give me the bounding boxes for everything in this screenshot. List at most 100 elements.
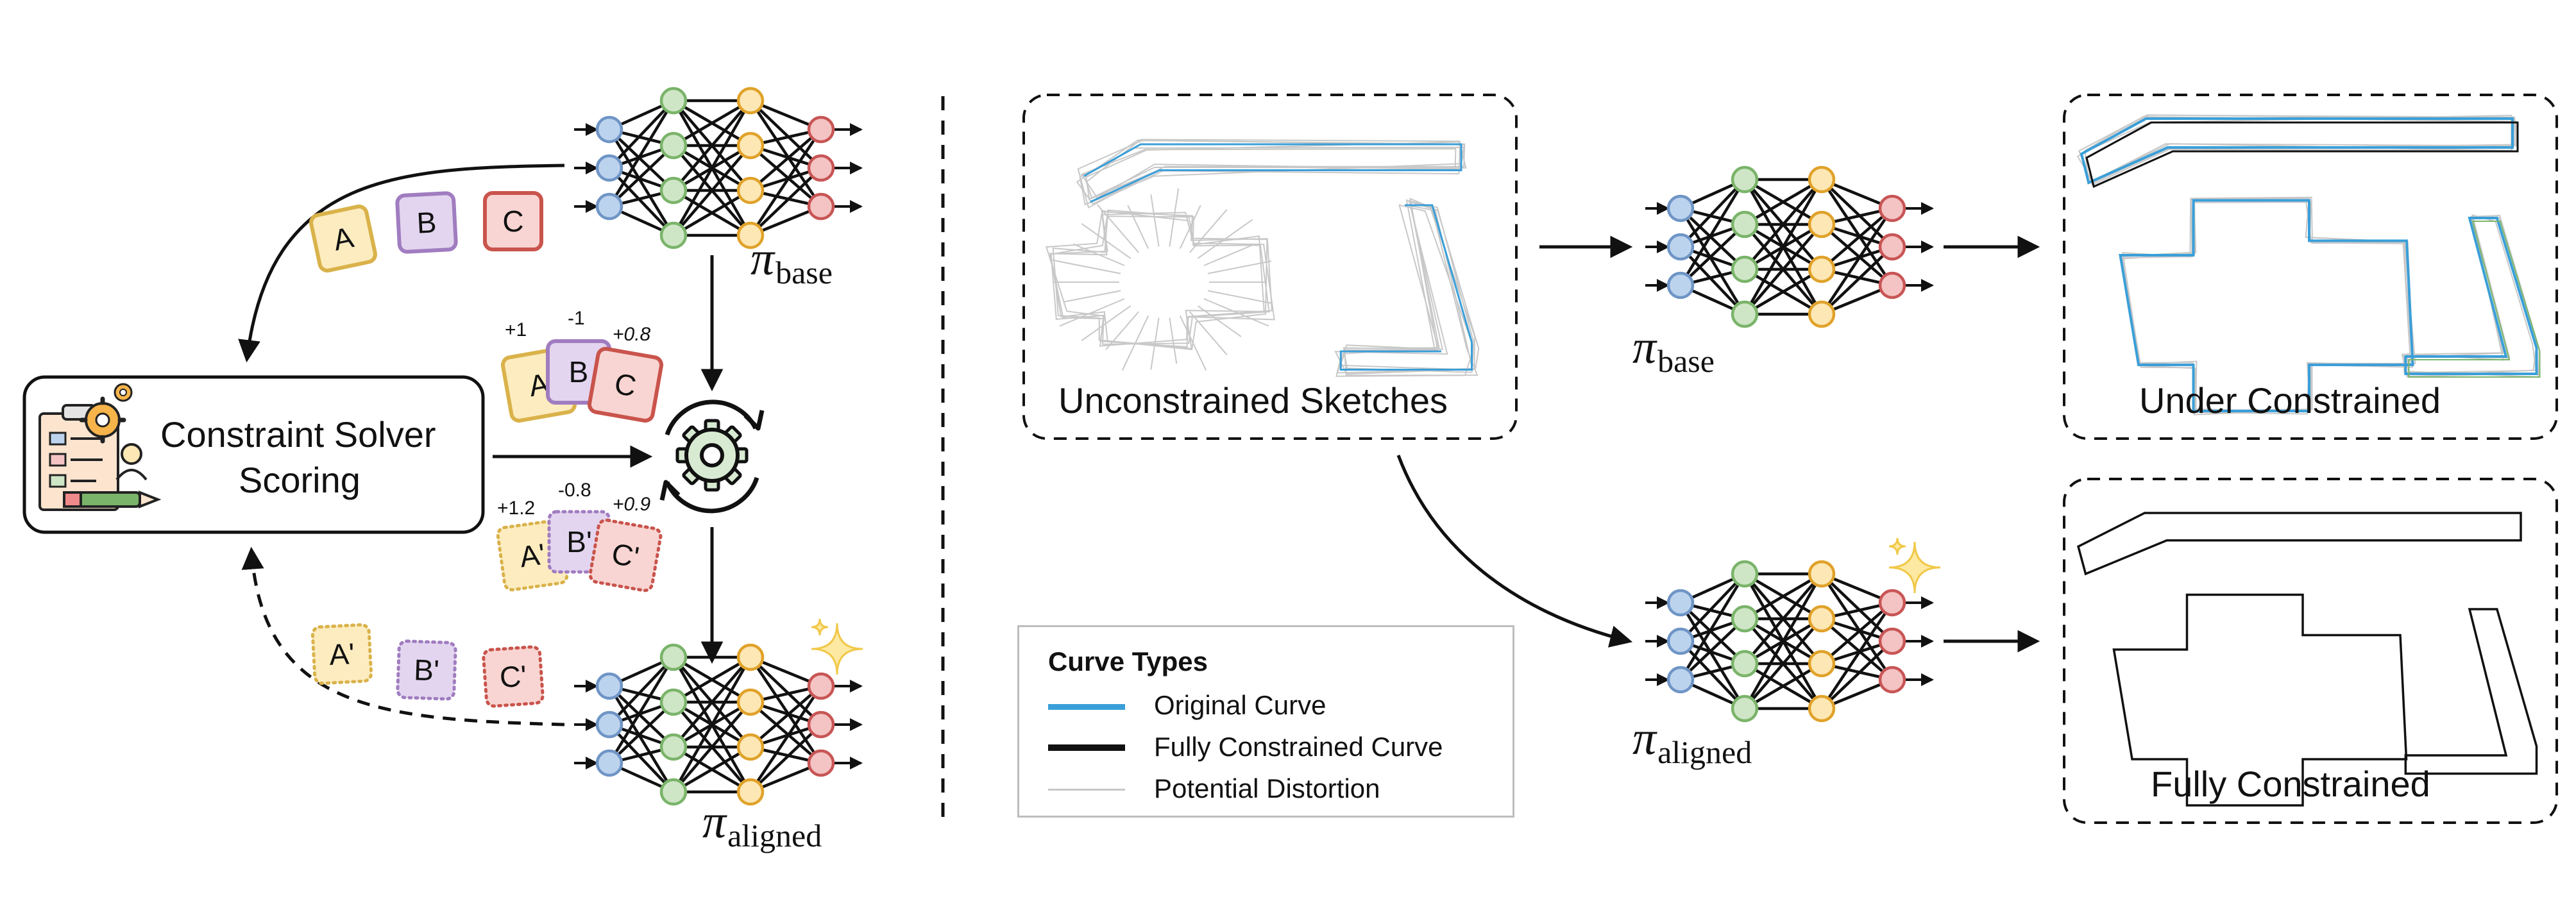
- nn-node: [1666, 233, 1695, 261]
- distortion-ray: [1121, 315, 1149, 371]
- small-gear-icon: [114, 383, 133, 402]
- pi-base-label-right: πbase: [1632, 321, 1715, 379]
- nn-node: [736, 131, 765, 160]
- distortion-curve: [2401, 214, 2540, 377]
- nn-node: [1731, 300, 1759, 328]
- nn-node: [807, 115, 835, 144]
- original-curve: [2080, 117, 2514, 185]
- nn-node: [659, 87, 688, 115]
- solver-clipboard-icon: [38, 404, 119, 511]
- score-a-prime: +1.2: [497, 498, 536, 519]
- nn-node: [659, 176, 688, 205]
- legend-swatch-original: [1048, 704, 1125, 710]
- score-b: -1: [568, 308, 585, 329]
- nn-node: [1878, 589, 1906, 617]
- under-constrained-sketch: [2076, 114, 2541, 416]
- nn-node: [1731, 255, 1759, 283]
- nn-node: [595, 672, 623, 700]
- legend-item-original: Original Curve: [1048, 690, 1497, 728]
- nn-edge: [749, 144, 822, 208]
- nn-edge: [1743, 573, 1823, 665]
- nn-edge: [672, 99, 752, 192]
- distortion-curve: [2121, 197, 2416, 415]
- pi-base-label-left: πbase: [750, 233, 833, 290]
- distortion-curve: [2408, 221, 2541, 378]
- nn-base-right: [1645, 165, 1934, 328]
- nn-node: [1666, 271, 1695, 299]
- nn-edge: [608, 128, 675, 237]
- pi-aligned-label-right: πaligned: [1632, 712, 1752, 770]
- nn-node: [1808, 650, 1836, 678]
- nn-node: [1666, 194, 1695, 223]
- nn-edge: [1679, 640, 1746, 710]
- nn-node: [595, 154, 623, 182]
- distortion-curve: [1085, 139, 1461, 199]
- distortion-curve: [1077, 140, 1466, 209]
- distortion-curve: [1045, 212, 1270, 347]
- nn-node: [1808, 560, 1836, 588]
- nn-node: [1808, 255, 1836, 283]
- card-label: B: [416, 205, 437, 240]
- constrained-curve: [2076, 512, 2522, 576]
- nn-node: [659, 733, 688, 761]
- distortion-ray: [1169, 317, 1178, 364]
- nn-edge: [1820, 617, 1894, 681]
- distortion-curve: [2123, 196, 2414, 412]
- score-c-prime: +0.9: [613, 494, 651, 515]
- nn-edge: [749, 99, 822, 208]
- curve-types-legend: Curve Types Original Curve Fully Constra…: [1017, 625, 1514, 818]
- card-label: B': [566, 525, 591, 559]
- nn-edge: [749, 167, 822, 237]
- nn-edge: [608, 701, 675, 764]
- card-c-prime: C': [482, 645, 545, 708]
- constrained-curve: [2404, 608, 2538, 775]
- fully-constrained-label: Fully Constrained: [2151, 764, 2430, 804]
- nn-edge: [1820, 178, 1894, 287]
- gear-icon: [79, 396, 126, 444]
- nn-edge: [1820, 573, 1894, 643]
- nn-node: [1666, 589, 1695, 617]
- original-curve: [1339, 204, 1473, 371]
- distortion-curve: [1049, 210, 1275, 345]
- nn-node: [736, 733, 765, 761]
- unconstrained-sketches-label: Unconstrained Sketches: [1058, 380, 1448, 421]
- card-c-scored: C: [587, 346, 664, 423]
- distortion-curve: [1052, 209, 1265, 351]
- nn-edge: [1743, 178, 1823, 315]
- nn-edge: [749, 723, 822, 793]
- pi-aligned-label-left: πaligned: [702, 796, 822, 853]
- nn-node: [1731, 210, 1759, 239]
- nn-node: [807, 154, 835, 182]
- distortion-ray: [1072, 243, 1125, 266]
- card-b-prime: B': [396, 639, 457, 701]
- nn-node: [1666, 627, 1695, 655]
- distortion-ray: [1197, 219, 1253, 259]
- original-curve: [2119, 199, 2414, 412]
- distortion-ray: [1059, 298, 1125, 327]
- nn-node: [659, 778, 688, 806]
- fully-constrained-sketch: [2076, 512, 2538, 807]
- nn-edge: [749, 656, 822, 726]
- distortion-ray: [1207, 260, 1272, 274]
- nn-edge: [1743, 573, 1823, 710]
- distortion-ray: [1127, 205, 1149, 249]
- nn-node: [736, 778, 765, 806]
- solver-label-line2: Scoring: [239, 460, 360, 500]
- nn-node: [807, 749, 835, 777]
- nn-node: [1808, 605, 1836, 633]
- legend-swatch-fully-constrained: [1048, 744, 1125, 751]
- nn-edge: [608, 656, 675, 764]
- card-label: A': [518, 537, 547, 574]
- nn-node: [1731, 165, 1759, 194]
- nn-edge: [1679, 573, 1746, 643]
- nn-edge: [608, 167, 675, 237]
- nn-edge: [672, 701, 752, 793]
- card-box: [396, 639, 457, 701]
- training-gear-icon: [659, 399, 765, 514]
- nn-edge: [1679, 573, 1746, 681]
- nn-node: [659, 131, 688, 160]
- nn-edge: [1820, 640, 1894, 710]
- card-a-initial: A: [309, 205, 377, 273]
- fully-constrained-box: [2063, 478, 2558, 824]
